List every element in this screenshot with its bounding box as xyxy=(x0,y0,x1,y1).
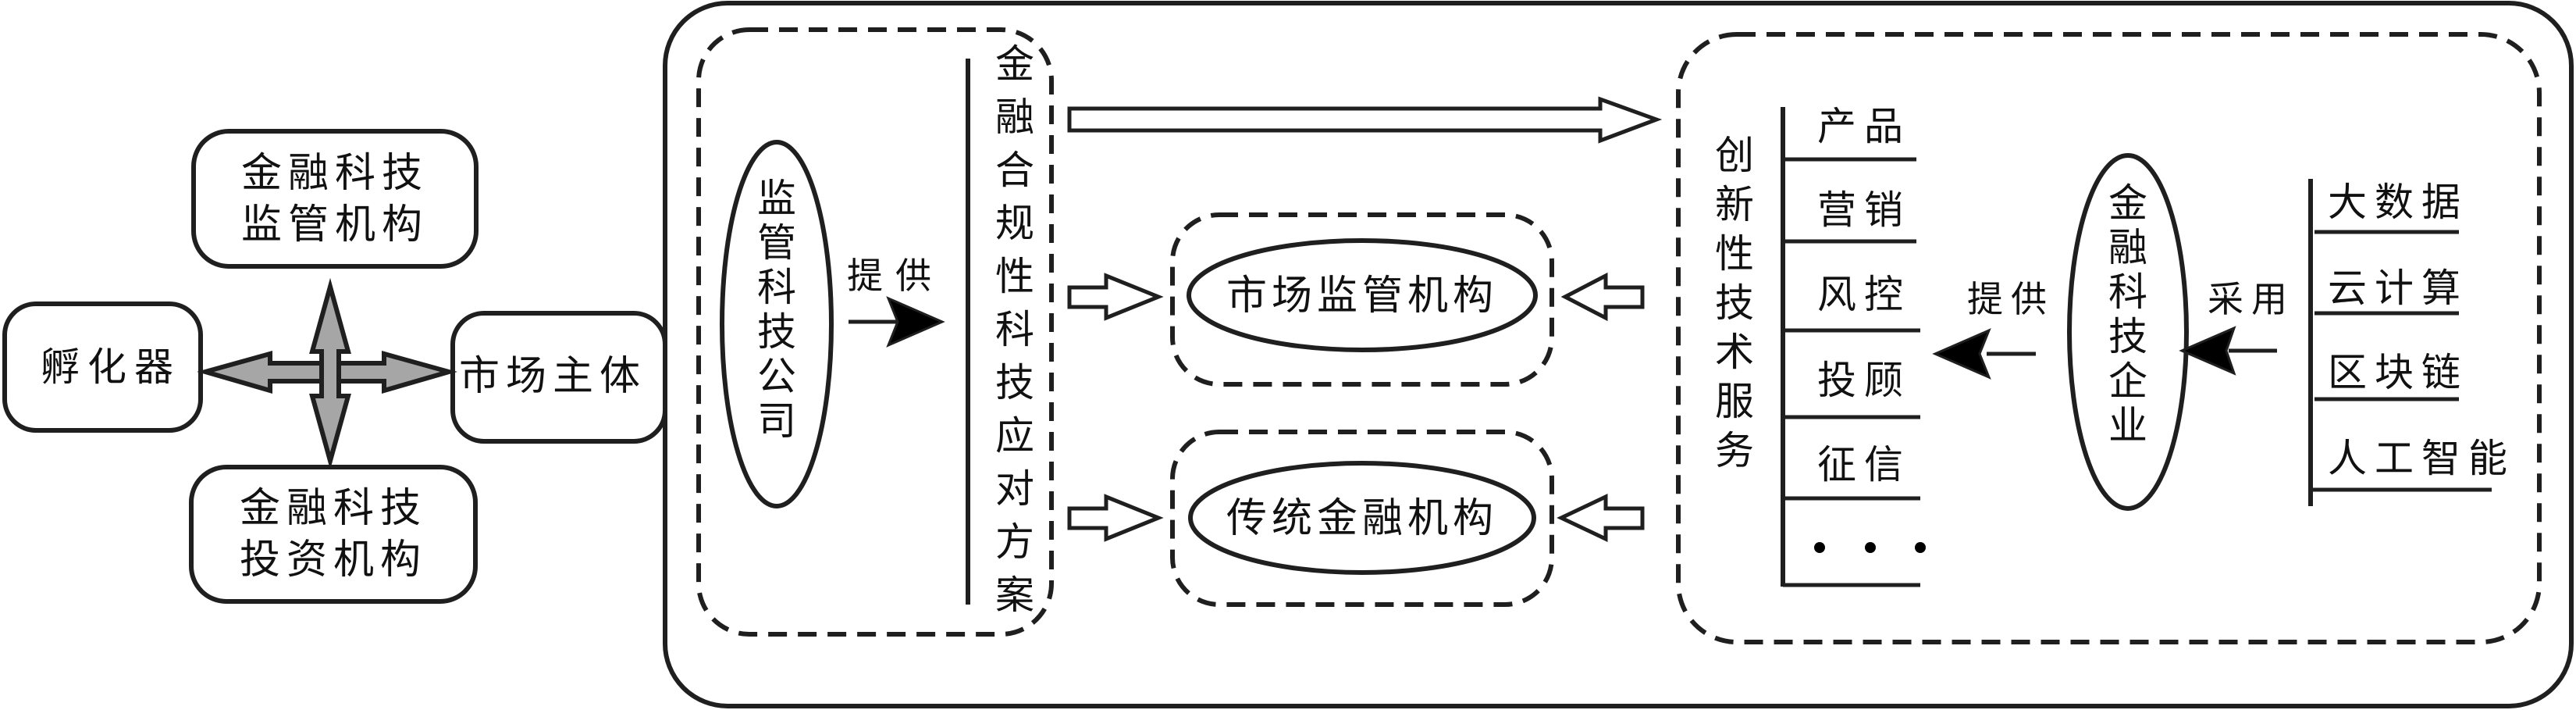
regtech-provide-label: 提供 xyxy=(847,255,944,297)
investor-label-line1: 金融科技 xyxy=(239,485,427,532)
vertical-char: 科 xyxy=(757,265,796,310)
market-entity-label: 市场主体 xyxy=(459,353,647,400)
tech-item-cloud-computing: 云计算 xyxy=(2328,266,2468,311)
regulator-box xyxy=(191,129,479,269)
fintech-dashed-group xyxy=(1676,32,2542,644)
traditional-fi-ellipse xyxy=(1188,461,1536,575)
regulator-label-line2: 监管机构 xyxy=(240,201,429,248)
vertical-char: 技 xyxy=(1715,280,1754,326)
hollow-arrow-right-icon xyxy=(1067,273,1164,321)
traditional-fi-dashed-group xyxy=(1170,430,1554,607)
regtech-company-label: 监管科技公司 xyxy=(753,177,800,444)
vertical-char: 金 xyxy=(995,41,1034,87)
vertical-char: 管 xyxy=(757,220,796,266)
vertical-char: 案 xyxy=(995,573,1034,618)
adopt-label: 采用 xyxy=(2208,278,2295,320)
service-item-product: 产品 xyxy=(1817,104,1911,149)
incubator-box xyxy=(2,301,203,433)
vertical-char: 科 xyxy=(2108,269,2147,315)
vertical-char: 合 xyxy=(995,148,1034,193)
vertical-char: 创 xyxy=(1715,133,1754,178)
hollow-arrow-right-icon xyxy=(1067,494,1164,542)
market-regulator-label: 市场监管机构 xyxy=(1226,273,1498,319)
regtech-company-ellipse xyxy=(720,140,834,508)
fintech-provide-label: 提供 xyxy=(1967,278,2055,320)
hollow-arrow-left-icon xyxy=(1557,494,1645,542)
vertical-char: 金 xyxy=(2108,180,2147,226)
vertical-char: 融 xyxy=(2108,225,2147,270)
services-title: 创新性技术服务 xyxy=(1711,131,1758,476)
service-item-robo-advisory: 投顾 xyxy=(1817,358,1911,403)
service-item-risk-control: 风控 xyxy=(1817,272,1911,317)
vertical-char: 性 xyxy=(995,254,1034,299)
adopt-arrowhead-icon xyxy=(2179,326,2236,376)
vertical-char: 科 xyxy=(995,307,1034,352)
vertical-char: 司 xyxy=(757,398,796,444)
vertical-char: 对 xyxy=(995,466,1034,512)
vertical-char: 方 xyxy=(995,519,1034,565)
vertical-char: 术 xyxy=(1715,330,1754,375)
vertical-char: 企 xyxy=(2108,359,2147,404)
market-regulator-dashed-group xyxy=(1170,212,1554,387)
market-regulator-ellipse xyxy=(1187,238,1538,352)
ellipsis-dots-icon xyxy=(1814,542,1926,553)
vertical-char: 应 xyxy=(995,413,1034,458)
vertical-char: 技 xyxy=(995,360,1034,405)
regulator-label: 金融科技 监管机构 xyxy=(194,131,476,266)
vertical-char: 融 xyxy=(995,95,1034,140)
four-way-arrow-icon xyxy=(196,277,458,470)
vertical-char: 技 xyxy=(757,309,796,355)
vertical-char: 技 xyxy=(2108,314,2147,359)
vertical-char: 服 xyxy=(1715,379,1754,424)
investor-label: 金融科技 投资机构 xyxy=(191,467,475,601)
regtech-dashed-group xyxy=(696,27,1054,637)
vertical-char: 监 xyxy=(757,176,796,221)
vertical-char: 公 xyxy=(757,354,796,399)
tech-item-ai: 人工智能 xyxy=(2328,436,2515,481)
service-item-marketing: 营销 xyxy=(1817,187,1911,233)
regtech-provide-arrowhead-icon xyxy=(886,296,945,348)
fintech-provide-arrowhead-icon xyxy=(1932,328,1991,380)
long-hollow-arrow-icon xyxy=(1067,96,1663,144)
investor-label-line2: 投资机构 xyxy=(239,537,427,583)
vertical-double-arrow xyxy=(309,277,351,470)
solution-label: 金融合规性科技应对方案 xyxy=(991,37,1038,622)
fintech-enterprise-ellipse xyxy=(2067,153,2189,511)
vertical-char: 规 xyxy=(995,201,1034,246)
tech-item-blockchain: 区块链 xyxy=(2328,350,2468,395)
service-item-credit-reporting: 征信 xyxy=(1817,442,1911,487)
incubator-label: 孵化器 xyxy=(41,344,181,390)
fintech-enterprise-label: 金融科技企业 xyxy=(2105,181,2151,448)
vertical-char: 业 xyxy=(2108,403,2147,448)
tech-item-big-data: 大数据 xyxy=(2328,180,2468,225)
outer-container xyxy=(663,1,2574,708)
traditional-fi-label: 传统金融机构 xyxy=(1226,495,1498,542)
investor-box xyxy=(189,465,478,604)
vertical-char: 务 xyxy=(1715,428,1754,473)
vertical-char: 性 xyxy=(1715,231,1754,277)
vertical-char: 新 xyxy=(1715,182,1754,227)
regulator-label-line1: 金融科技 xyxy=(240,149,429,197)
hollow-arrow-left-icon xyxy=(1560,272,1645,322)
